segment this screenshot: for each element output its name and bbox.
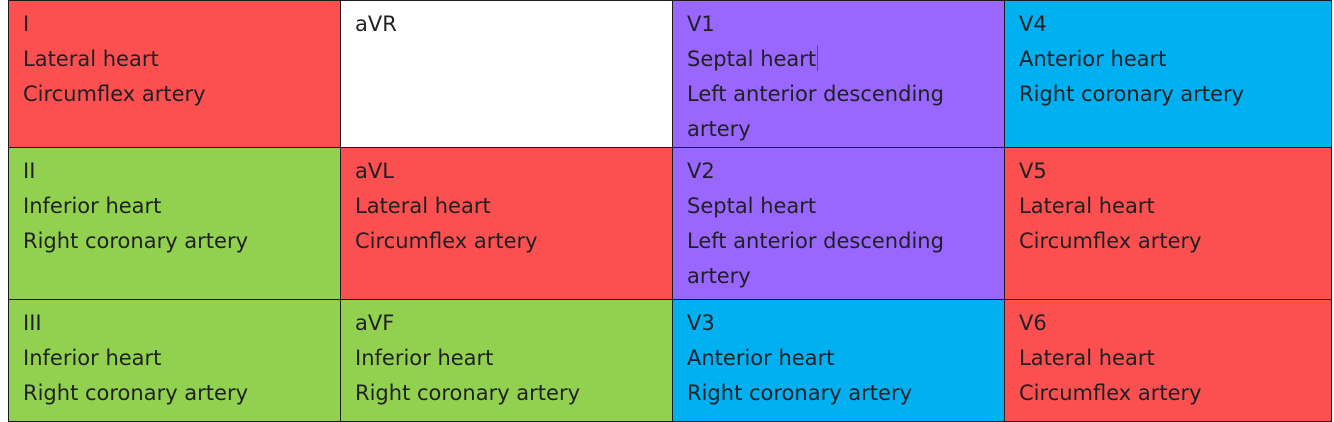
lead-name: aVF <box>355 311 395 335</box>
lead-cell-II[interactable]: II Inferior heart Right coronary artery <box>8 147 341 300</box>
ecg-lead-table: I Lateral heart Circumflex artery aVR V1… <box>8 0 1332 422</box>
coronary-artery: Circumflex artery <box>355 229 538 253</box>
coronary-artery: Circumflex artery <box>23 82 206 106</box>
coronary-artery: Left anterior descending artery <box>687 229 944 288</box>
heart-region: Lateral heart <box>1019 346 1155 370</box>
lead-name: II <box>23 159 36 183</box>
lead-cell-V5[interactable]: V5 Lateral heart Circumflex artery <box>1004 147 1332 300</box>
heart-region: Anterior heart <box>687 346 835 370</box>
table-row: I Lateral heart Circumflex artery aVR V1… <box>8 0 1332 148</box>
coronary-artery: Right coronary artery <box>355 381 581 405</box>
heart-region: Inferior heart <box>23 194 162 218</box>
lead-cell-V3[interactable]: V3 Anterior heart Right coronary artery <box>672 299 1005 422</box>
lead-cell-V1[interactable]: V1 Septal heart Left anterior descending… <box>672 0 1005 148</box>
coronary-artery: Right coronary artery <box>23 229 249 253</box>
lead-cell-V4[interactable]: V4 Anterior heart Right coronary artery <box>1004 0 1332 148</box>
lead-cell-I[interactable]: I Lateral heart Circumflex artery <box>8 0 341 148</box>
lead-cell-V6[interactable]: V6 Lateral heart Circumflex artery <box>1004 299 1332 422</box>
heart-region: Septal heart <box>687 47 817 71</box>
lead-name: I <box>23 12 30 36</box>
lead-cell-aVL[interactable]: aVL Lateral heart Circumflex artery <box>340 147 673 300</box>
lead-name: V5 <box>1019 159 1047 183</box>
lead-name: V6 <box>1019 311 1047 335</box>
coronary-artery: Right coronary artery <box>1019 82 1245 106</box>
coronary-artery: Circumflex artery <box>1019 229 1202 253</box>
lead-name: V3 <box>687 311 715 335</box>
heart-region: Lateral heart <box>1019 194 1155 218</box>
coronary-artery: Right coronary artery <box>687 381 913 405</box>
lead-name: III <box>23 311 42 335</box>
coronary-artery: Circumflex artery <box>1019 381 1202 405</box>
coronary-artery: Left anterior descending artery <box>687 82 944 141</box>
heart-region: Inferior heart <box>355 346 494 370</box>
lead-name: aVL <box>355 159 394 183</box>
lead-cell-V2[interactable]: V2 Septal heart Left anterior descending… <box>672 147 1005 300</box>
lead-name: V4 <box>1019 12 1047 36</box>
heart-region: Anterior heart <box>1019 47 1167 71</box>
heart-region: Septal heart <box>687 194 817 218</box>
table-row: III Inferior heart Right coronary artery… <box>8 299 1332 422</box>
lead-cell-III[interactable]: III Inferior heart Right coronary artery <box>8 299 341 422</box>
heart-region: Lateral heart <box>355 194 491 218</box>
heart-region: Lateral heart <box>23 47 159 71</box>
lead-name: V1 <box>687 12 715 36</box>
heart-region: Inferior heart <box>23 346 162 370</box>
coronary-artery: Right coronary artery <box>23 381 249 405</box>
text-cursor <box>817 45 819 71</box>
lead-cell-aVF[interactable]: aVF Inferior heart Right coronary artery <box>340 299 673 422</box>
table-row: II Inferior heart Right coronary artery … <box>8 147 1332 300</box>
lead-name: aVR <box>355 12 397 36</box>
lead-cell-aVR[interactable]: aVR <box>340 0 673 148</box>
lead-name: V2 <box>687 159 715 183</box>
